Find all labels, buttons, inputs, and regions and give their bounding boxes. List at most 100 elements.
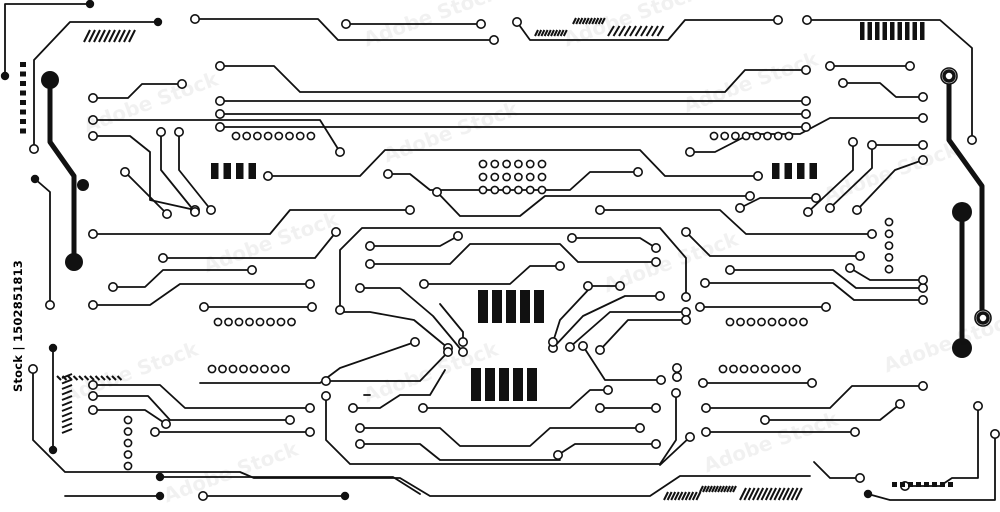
hatch-mark [537, 29, 543, 37]
hollow-pad [156, 127, 167, 138]
hollow-pad [744, 191, 755, 202]
filled-pad [48, 343, 58, 353]
chip-block [860, 22, 865, 40]
hatch-mark [88, 29, 96, 43]
hollow-pad [763, 131, 772, 141]
hollow-pad [904, 60, 915, 71]
hatch-mark [559, 29, 565, 37]
chip-blocks [20, 22, 953, 487]
hatch-mark [108, 29, 116, 43]
hollow-pad [304, 402, 315, 413]
hatch-mark [714, 485, 719, 493]
trace-line [178, 131, 212, 211]
trace-line [32, 368, 811, 497]
hollow-pad [475, 18, 486, 29]
hollow-pad [594, 205, 605, 216]
hatch-mark [720, 485, 725, 493]
hollow-pad [276, 317, 286, 327]
hollow-pad [215, 109, 226, 120]
hollow-pad [582, 280, 593, 291]
trace-line [387, 171, 639, 191]
stock-image-id-text: Stock | 1502851813 [11, 260, 25, 392]
hollow-pad [760, 364, 770, 374]
hollow-pad [123, 461, 133, 471]
hollow-pad [736, 317, 745, 327]
hatch-mark [773, 487, 782, 501]
trace-line [33, 21, 159, 150]
chip-block [236, 163, 244, 179]
trace-line [159, 476, 421, 495]
hollow-pad [802, 207, 813, 218]
hollow-pad [750, 364, 759, 374]
filled-pad [0, 71, 10, 81]
hollow-pad [537, 185, 547, 195]
hollow-pad [884, 229, 894, 239]
stock-image-id: Stock | 1502851813 [11, 256, 25, 396]
hollow-pad [752, 131, 762, 141]
hollow-pad [478, 172, 488, 182]
hollow-pad [488, 34, 499, 45]
hatch-mark [786, 487, 795, 501]
hatch-mark [743, 487, 752, 501]
hollow-pad [800, 109, 811, 120]
hatch-mark [89, 375, 95, 381]
hatch-mark [553, 29, 559, 37]
chip-block [948, 482, 953, 487]
hollow-pad [320, 390, 331, 401]
thick-trace [47, 77, 77, 265]
hollow-pad [602, 384, 613, 395]
trace-line [764, 403, 901, 421]
hollow-pad [525, 172, 535, 182]
hatch-mark [98, 29, 106, 43]
hatch-mark [769, 487, 777, 501]
hollow-pad [260, 364, 269, 374]
chip-block [20, 119, 26, 124]
hatch-mark [739, 487, 747, 501]
thick-trace [946, 73, 985, 321]
hollow-pad [800, 65, 811, 76]
trace-line [813, 461, 861, 479]
hatch-mark [756, 487, 765, 501]
chip-block [882, 22, 887, 40]
hollow-pad [734, 203, 745, 214]
hollow-pad [174, 127, 185, 138]
hollow-pad [917, 282, 928, 293]
hatch-mark [688, 491, 695, 501]
trace-line [729, 269, 924, 289]
trace-line [359, 427, 641, 447]
hatch-mark [681, 491, 687, 501]
hollow-pad [752, 171, 763, 182]
trace-line [436, 191, 751, 217]
hatch-mark [640, 25, 648, 37]
trace-line [359, 287, 464, 353]
hollow-pad [847, 137, 858, 148]
hatch-mark [629, 25, 637, 37]
hollow-pad [239, 364, 248, 374]
hollow-pad [680, 306, 691, 317]
hollow-pad [224, 317, 233, 327]
hollow-pad [442, 346, 453, 357]
hollow-pad [177, 79, 188, 90]
hollow-pad [650, 243, 661, 254]
hatch-mark [61, 422, 73, 429]
hollow-pad [457, 346, 468, 357]
hollow-pad [228, 364, 238, 374]
hollow-pad [854, 472, 865, 483]
hollow-pad [284, 414, 295, 425]
hatch-mark [607, 25, 615, 37]
hollow-pad [614, 280, 625, 291]
trace-line [599, 319, 687, 351]
hollow-pad [699, 277, 710, 288]
hollow-pad [382, 169, 393, 180]
hollow-pad [162, 209, 173, 220]
hollow-pad [120, 167, 131, 178]
hollow-pad [334, 147, 345, 158]
hollow-pad [281, 364, 290, 374]
hatch-mark [673, 491, 680, 501]
hollow-pad [490, 159, 500, 169]
hatch-mark [670, 491, 677, 501]
hollow-pad [720, 131, 730, 141]
hollow-pad [700, 402, 711, 413]
hollow-pad [304, 278, 315, 289]
